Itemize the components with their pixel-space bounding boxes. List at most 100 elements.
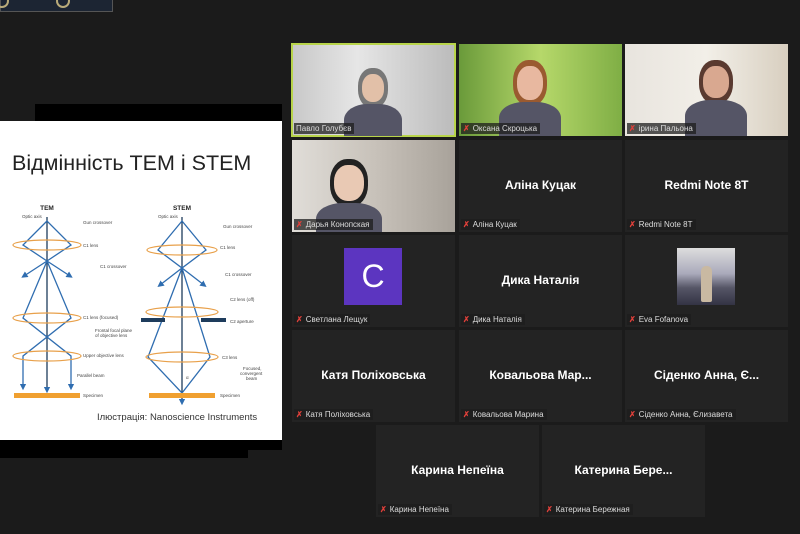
participant-tile[interactable]: Аліна Куцак✗Аліна Куцак (459, 140, 622, 232)
participant-name: Redmi Note 8T (638, 220, 693, 229)
diagram-label: C1 crossover (225, 272, 252, 277)
participant-tile[interactable]: C ✗Светлана Лещук (292, 235, 455, 327)
meeting-logo (0, 0, 113, 12)
muted-mic-icon: ✗ (463, 220, 470, 229)
participant-tile[interactable]: Redmi Note 8T✗Redmi Note 8T (625, 140, 788, 232)
shared-slide: Відмінність TEM і STEM TEM Optic axis Gu… (0, 121, 282, 440)
participant-display-name: Сіденко Анна, Є... (653, 368, 760, 382)
participant-name-label: ✗Светлана Лещук (294, 314, 371, 325)
diagram-label: beam (246, 376, 258, 381)
diagram-label: C1 lens (83, 243, 99, 248)
stem-heading: STEM (173, 205, 191, 212)
share-frame (35, 104, 282, 122)
participant-name-label: ✗ірина Пальона (627, 123, 696, 134)
muted-mic-icon: ✗ (463, 124, 470, 133)
participant-tile[interactable]: ✗Оксана Скроцька (459, 44, 622, 136)
share-frame (248, 440, 282, 450)
muted-mic-icon: ✗ (629, 220, 636, 229)
diagram-label: C3 lens (222, 355, 238, 360)
participant-display-name: Ковальова Мар... (489, 368, 592, 382)
participant-display-name: Катерина Бере... (574, 463, 673, 477)
participant-tile[interactable]: Карина Непеїна ✗Карина Непеїна (376, 425, 539, 517)
participant-tile[interactable]: Катя Поліховська✗Катя Поліховська (292, 330, 455, 422)
participant-face (703, 66, 729, 98)
muted-mic-icon: ✗ (463, 315, 470, 324)
participant-tile[interactable]: Сіденко Анна, Є... ✗Сіденко Анна, Єлизаве… (625, 330, 788, 422)
muted-mic-icon: ✗ (629, 315, 636, 324)
diagram-label: Optic axis (22, 214, 43, 219)
participant-name-label: ✗Сіденко Анна, Єлизавета (627, 409, 736, 420)
tem-heading: TEM (40, 205, 54, 212)
participant-name-label: ✗Оксана Скроцька (461, 123, 541, 134)
diagram-label: Gun crossover (223, 224, 253, 229)
participant-name-label: ✗Катя Поліховська (294, 409, 374, 420)
participant-name: Eva Fofanova (638, 315, 689, 324)
diagram-label: C1 lens (focused) (83, 315, 119, 320)
muted-mic-icon: ✗ (546, 505, 553, 514)
participant-tile[interactable]: Дика Наталія✗Дика Наталія (459, 235, 622, 327)
participant-face (517, 66, 543, 100)
participant-name-label: ✗Катерина Бережная (544, 504, 633, 515)
muted-mic-icon: ✗ (629, 124, 636, 133)
slide-caption: Ілюстрація: Nanoscience Instruments (97, 412, 257, 423)
participant-tile[interactable]: Павло Голубєв (291, 43, 456, 137)
participant-display-name: Redmi Note 8T (664, 178, 749, 192)
diagram-label: C1 crossover (100, 264, 127, 269)
participant-tile[interactable]: ✗Дарья Конопская (292, 140, 455, 232)
alpha-label: α (186, 375, 189, 380)
participant-name: Ковальова Марина (472, 410, 544, 419)
share-frame (0, 440, 248, 458)
participant-name-label: ✗Дика Наталія (461, 314, 525, 325)
participant-profile-photo (677, 248, 735, 305)
participant-face (334, 165, 364, 201)
muted-mic-icon: ✗ (296, 315, 303, 324)
muted-mic-icon: ✗ (629, 410, 636, 419)
participant-name-label: ✗Eva Fofanova (627, 314, 692, 325)
participant-name: Катерина Бережная (555, 505, 630, 514)
participant-name-label: ✗Ковальова Марина (461, 409, 547, 420)
participant-name-label: ✗Аліна Куцак (461, 219, 520, 230)
participant-name: Оксана Скроцька (472, 124, 538, 133)
diagram-label: C1 lens (220, 245, 236, 250)
participant-name: Сіденко Анна, Єлизавета (638, 410, 733, 419)
diagram-label: Focused, (243, 366, 262, 371)
participant-display-name: Дика Наталія (501, 273, 580, 287)
participant-name-label: Павло Голубєв (294, 123, 355, 134)
participant-tile[interactable]: ✗ірина Пальона (625, 44, 788, 136)
diagram-label: C2 lens (off) (230, 297, 255, 302)
participant-avatar: C (344, 248, 402, 305)
participant-tile[interactable]: ✗Eva Fofanova (625, 235, 788, 327)
participant-name: Светлана Лещук (305, 315, 368, 324)
slide-title: Відмінність TEM і STEM (12, 151, 252, 175)
diagram-label: convergent (240, 371, 263, 376)
diagram-label: C2 aperture (230, 319, 254, 324)
participant-face (362, 74, 384, 102)
participant-name: Аліна Куцак (472, 220, 517, 229)
participant-name: Катя Поліховська (305, 410, 371, 419)
diagram-label: Upper objective lens (83, 353, 125, 358)
participant-name: ірина Пальона (638, 124, 693, 133)
muted-mic-icon: ✗ (296, 410, 303, 419)
diagram-label: Specimen (220, 393, 241, 398)
participant-name: Павло Голубєв (296, 124, 352, 133)
diagram-label: Frontal focal plane (95, 328, 133, 333)
diagram-label: of objective lens (95, 333, 128, 338)
diagram-label: Optic axis (158, 214, 179, 219)
participant-display-name: Аліна Куцак (504, 178, 577, 192)
participant-name: Дика Наталія (472, 315, 522, 324)
participant-display-name: Катя Поліховська (321, 368, 426, 382)
participant-name-label: ✗Дарья Конопская (294, 219, 373, 230)
diagram-label: Parallel beam (77, 373, 105, 378)
diagram-label: Gun crossover (83, 220, 113, 225)
participant-name: Дарья Конопская (305, 220, 370, 229)
participant-tile[interactable]: Катерина Бере... ✗Катерина Бережная (542, 425, 705, 517)
diagram-label: Specimen (83, 393, 104, 398)
muted-mic-icon: ✗ (463, 410, 470, 419)
muted-mic-icon: ✗ (380, 505, 387, 514)
muted-mic-icon: ✗ (296, 220, 303, 229)
participant-display-name: Карина Непеїна (411, 463, 504, 477)
participant-tile[interactable]: Ковальова Мар... ✗Ковальова Марина (459, 330, 622, 422)
participant-name-label: ✗Карина Непеїна (378, 504, 452, 515)
participant-name-label: ✗Redmi Note 8T (627, 219, 696, 230)
tem-stem-diagram: TEM Optic axis Gun crossover C1 lens C1 … (12, 205, 263, 423)
